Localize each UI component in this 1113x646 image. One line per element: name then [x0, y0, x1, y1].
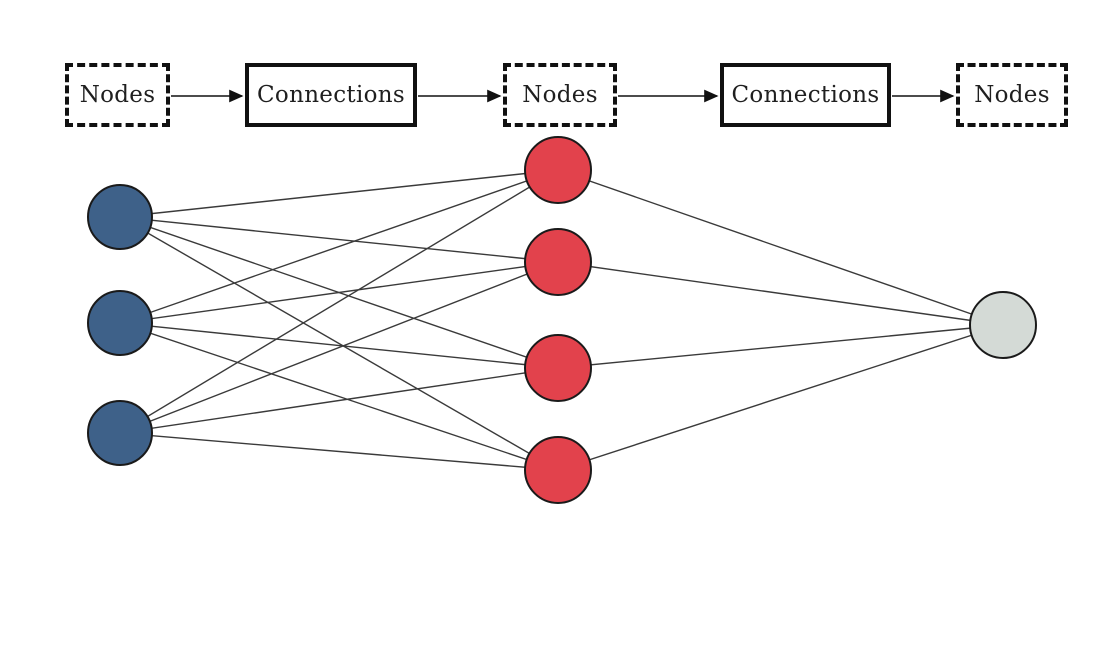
- input-node: [87, 400, 153, 466]
- flow-box-label: Connections: [731, 82, 880, 108]
- flow-box-nodes-input: Nodes: [65, 63, 170, 127]
- network-edge: [119, 261, 559, 324]
- network-edge: [557, 261, 1004, 326]
- flow-box-connections-1: Connections: [245, 63, 417, 127]
- network-edges: [119, 169, 1004, 471]
- network-edge: [119, 169, 559, 324]
- flow-box-nodes-output: Nodes: [956, 63, 1068, 127]
- network-edge: [557, 324, 1004, 369]
- flow-box-nodes-hidden: Nodes: [503, 63, 617, 127]
- network-edge: [119, 432, 559, 471]
- flow-box-label: Connections: [257, 82, 405, 108]
- network-edge: [119, 322, 559, 369]
- network-edge: [119, 169, 559, 218]
- output-node: [969, 291, 1037, 359]
- network-edge: [557, 324, 1004, 471]
- network-edge: [119, 261, 559, 434]
- network-nodes: [87, 136, 1037, 504]
- flow-box-connections-2: Connections: [720, 63, 891, 127]
- flow-box-label: Nodes: [79, 82, 156, 108]
- hidden-node: [524, 228, 592, 296]
- hidden-node: [524, 136, 592, 204]
- network-edge: [119, 216, 559, 471]
- flow-box-label: Nodes: [974, 82, 1050, 108]
- network-edge: [119, 322, 559, 471]
- flow-box-label: Nodes: [522, 82, 598, 108]
- hidden-node: [524, 436, 592, 504]
- network-edge: [119, 169, 559, 434]
- input-node: [87, 290, 153, 356]
- hidden-node: [524, 334, 592, 402]
- network-edge: [119, 367, 559, 434]
- network-edge: [119, 216, 559, 263]
- input-node: [87, 184, 153, 250]
- network-edge: [557, 169, 1004, 326]
